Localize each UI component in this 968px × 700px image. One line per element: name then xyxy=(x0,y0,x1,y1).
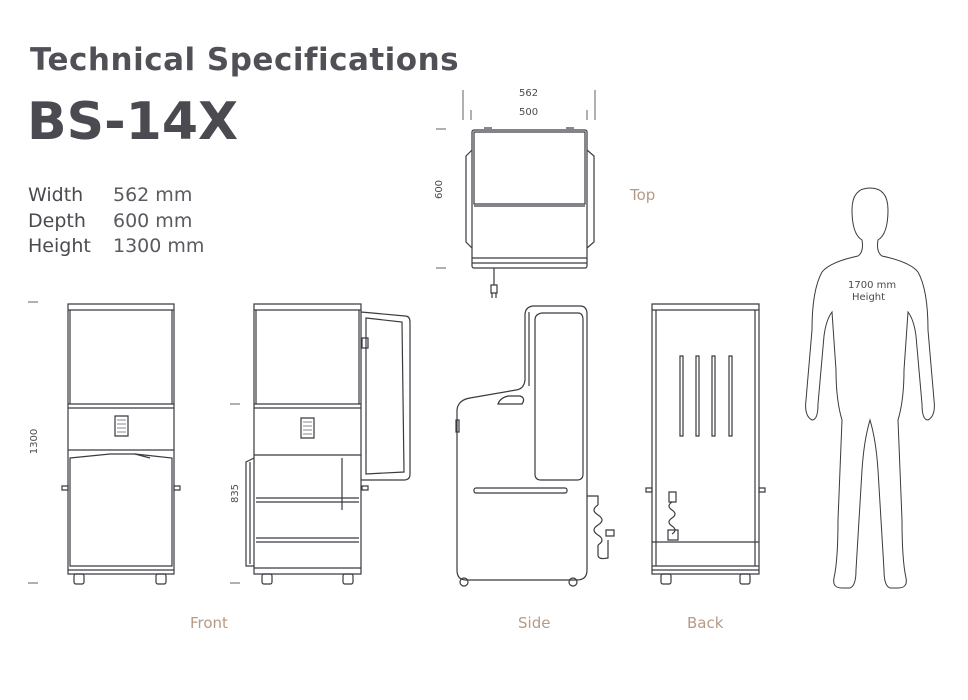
back-view-drawing xyxy=(646,304,765,584)
dim-door-height: 835 xyxy=(230,483,242,504)
view-label-top: Top xyxy=(630,186,656,204)
front-view-drawing xyxy=(28,302,180,584)
spec-width: Width 562 mm xyxy=(28,184,192,206)
dim-person-height: 1700 mm xyxy=(848,280,897,291)
dim-top-width-outer: 562 xyxy=(519,88,539,99)
spec-height: Height 1300 mm xyxy=(28,235,204,257)
person-silhouette xyxy=(806,188,935,588)
view-label-side: Side xyxy=(518,614,551,632)
spec-value: 562 mm xyxy=(113,184,193,206)
front-open-view-drawing xyxy=(230,304,410,584)
dim-top-depth: 600 xyxy=(434,179,446,200)
spec-value: 600 mm xyxy=(113,210,193,232)
dim-person-height-label: Height xyxy=(852,292,886,303)
spec-label: Width xyxy=(28,184,84,206)
model-name: BS-14X xyxy=(27,92,239,152)
spec-label: Depth xyxy=(28,210,86,232)
spec-depth: Depth 600 mm xyxy=(28,210,192,232)
view-label-back: Back xyxy=(687,614,724,632)
side-view-drawing xyxy=(456,306,614,586)
spec-value: 1300 mm xyxy=(113,235,205,257)
spec-label: Height xyxy=(28,235,91,257)
dim-top-width-inner: 500 xyxy=(519,107,539,118)
dim-front-height: 1300 xyxy=(29,428,41,455)
top-view-drawing xyxy=(436,90,595,298)
view-label-front: Front xyxy=(190,614,228,632)
page-title: Technical Specifications xyxy=(30,42,460,78)
